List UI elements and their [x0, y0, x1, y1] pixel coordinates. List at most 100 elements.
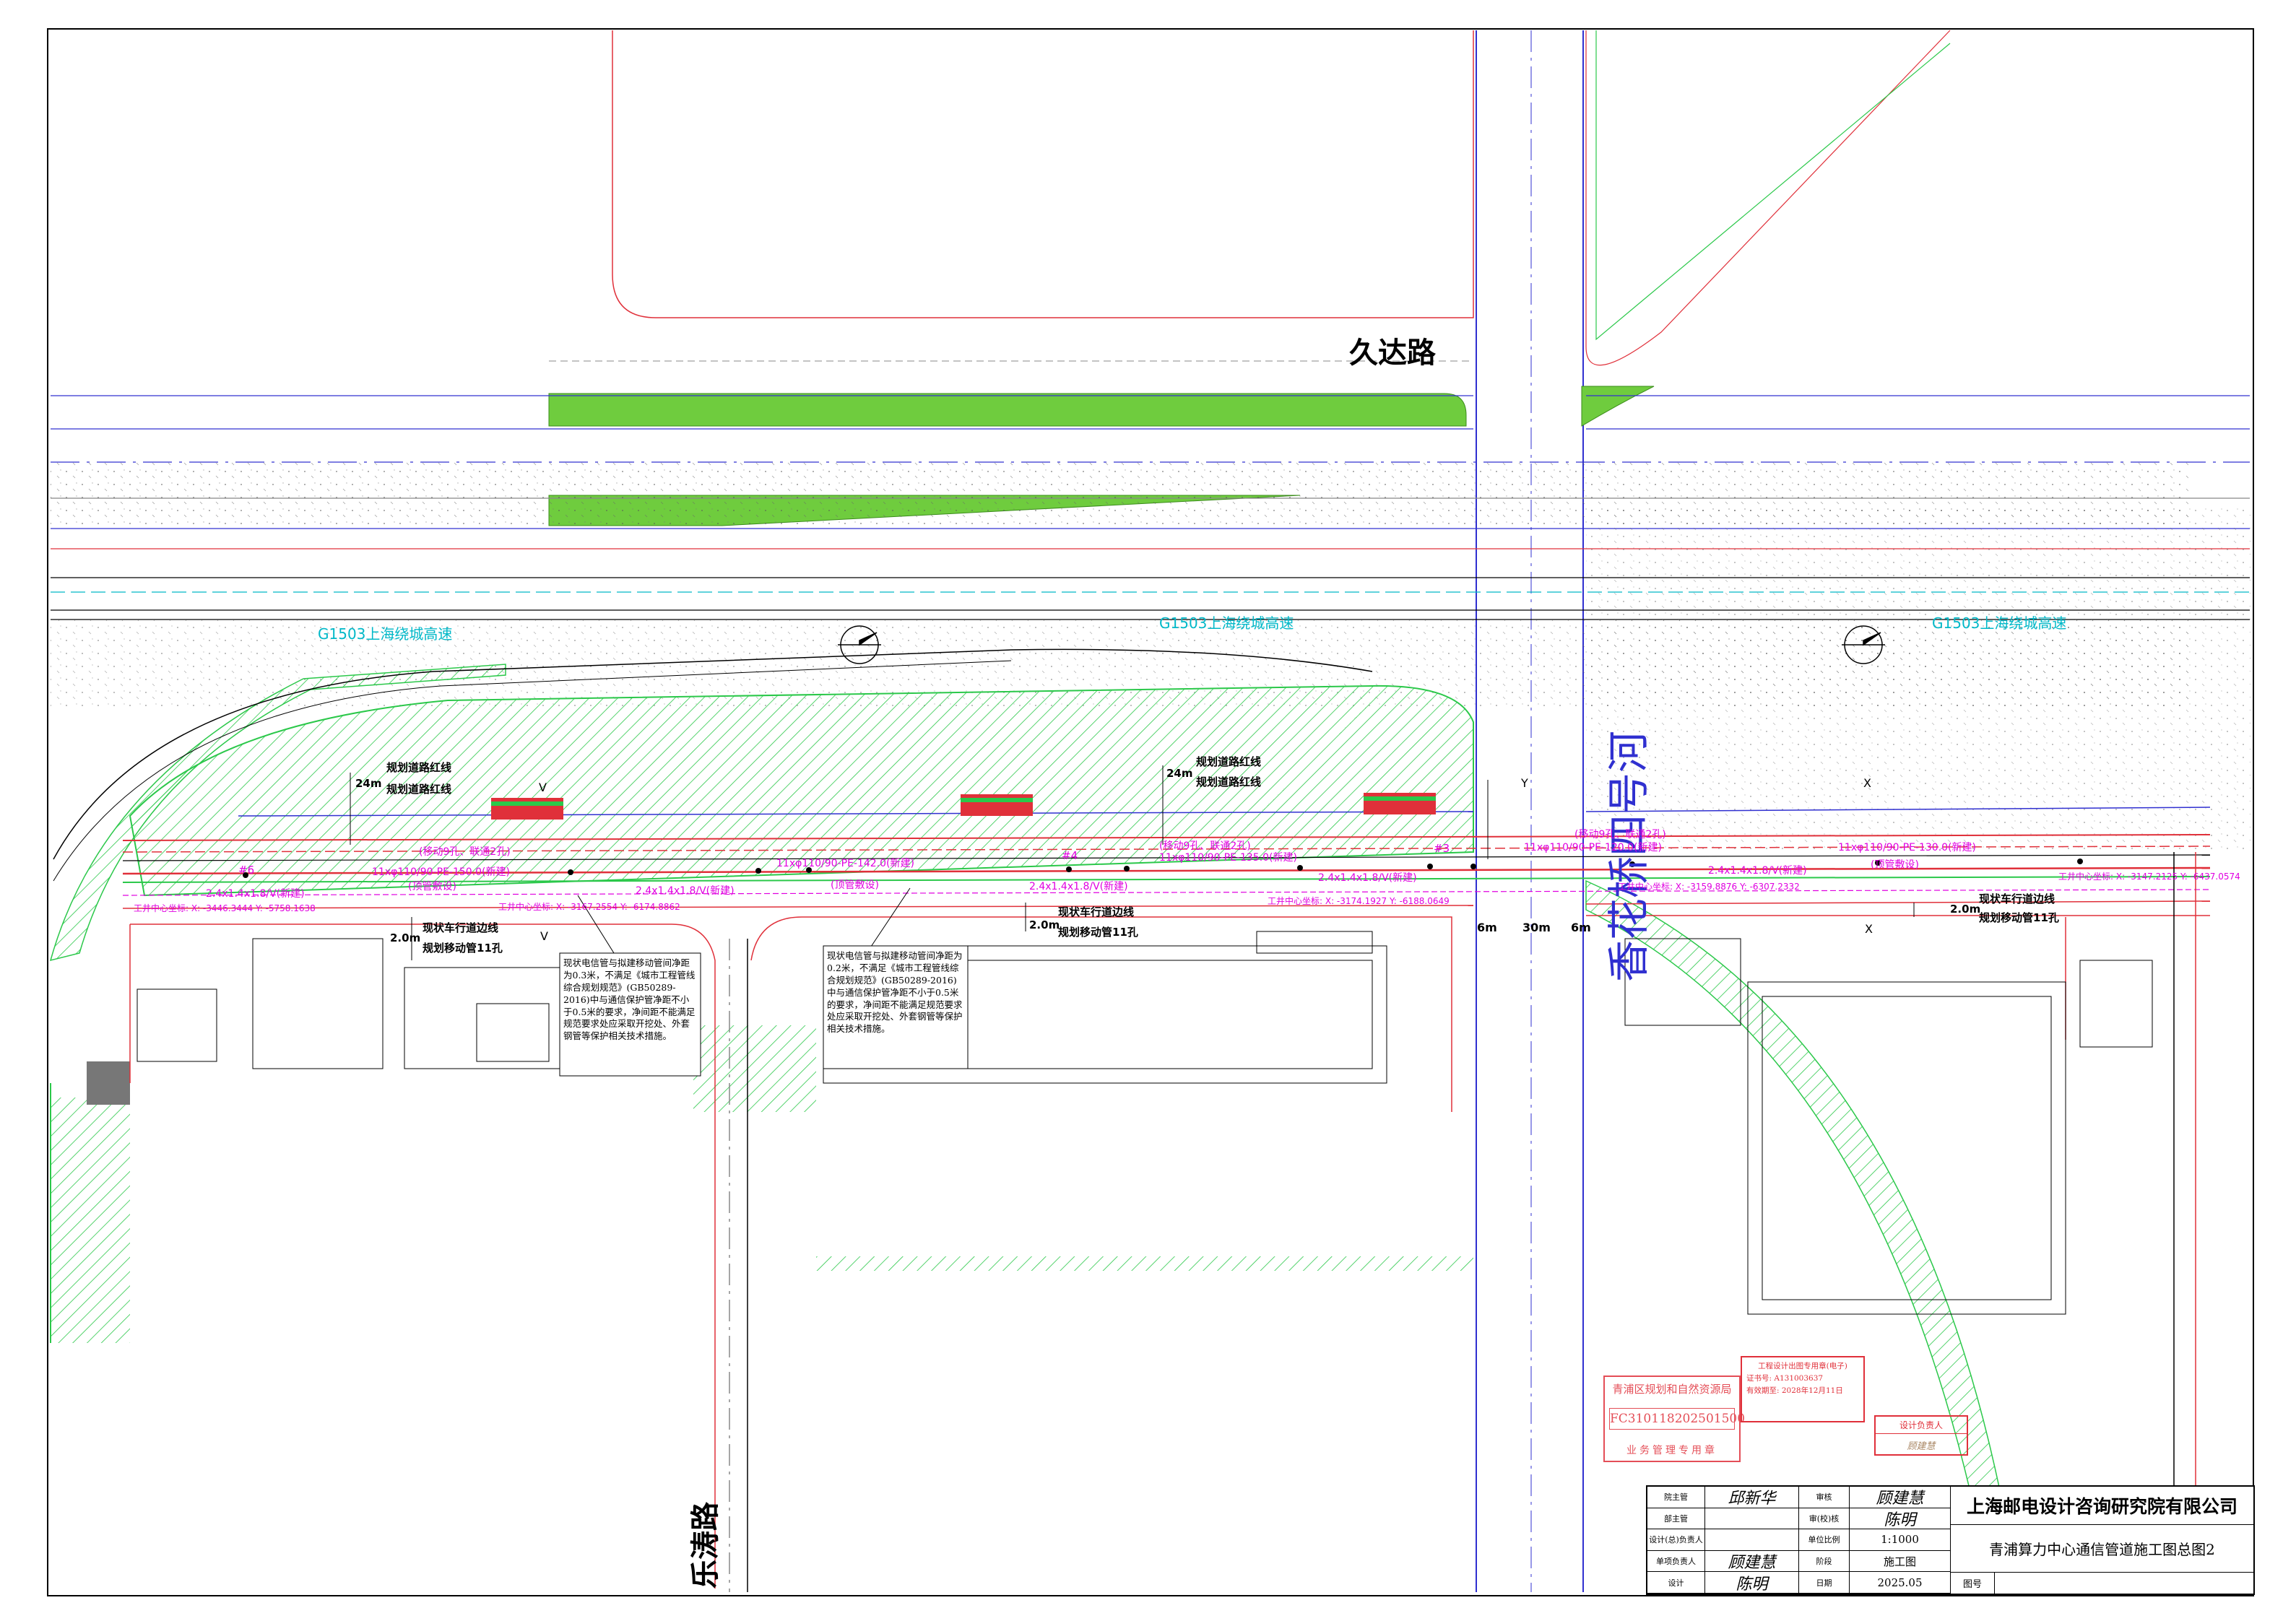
pipeline-corridor — [122, 807, 2211, 909]
green-median-upper — [548, 393, 1467, 427]
curb-line-label-2: 现状车行道边线 — [1058, 905, 1134, 918]
road-label-jiuda: 久达路 — [1349, 336, 1437, 370]
approval-stamp-footer: 业务管理专用章 — [1626, 1445, 1717, 1456]
approval-stamp: 青浦区规划和自然资源局 FC310118202501500 业务管理专用章 — [1603, 1376, 1745, 1462]
date-value: 2025.05 — [1850, 1572, 1951, 1594]
well-label-6: #6 — [238, 864, 254, 877]
scale-value: 1:1000 — [1850, 1529, 1951, 1551]
pipe-annotation-b4: 2.4x1.4x1.8/V(新建) — [1318, 872, 1417, 884]
road-label-expressway-1: G1503上海绕城高速 — [318, 625, 452, 643]
signature: 邱新华 — [1705, 1487, 1799, 1508]
coord-label-3: 工井中心坐标: X: -3174.1927 Y: -6188.0649 — [1268, 895, 1450, 906]
cert-number: 证书号: A131003637 — [1746, 1373, 1824, 1383]
north-arrow-icon-left — [838, 625, 881, 664]
signature: 顾建慧 — [1705, 1550, 1799, 1573]
dim-6m-left: 6m — [1477, 921, 1497, 934]
drawing-title: 青浦算力中心通信管道施工图总图2 — [1951, 1524, 2253, 1573]
title-block: 院主管 邱新华 审核 顾建慧 部主管 审(校)核 陈明 设计(总)负责人 单位比… — [1646, 1485, 2255, 1595]
north-arrow-icon-right — [1842, 625, 1885, 664]
well-label-3: #3 — [1434, 842, 1450, 855]
red-line-label-4: 规划道路红线 — [1196, 775, 1261, 788]
curb-line-label-1: 现状车行道边线 — [423, 921, 498, 934]
red-line-label-3: 规划道路红线 — [1196, 755, 1261, 768]
river-label: 香花桥四号河 — [1604, 731, 1653, 982]
note-box-2 — [823, 945, 969, 1069]
dim-2m-3: 2.0m — [1950, 903, 1980, 916]
role-label: 阶段 — [1799, 1550, 1850, 1573]
dim-30m: 30m — [1522, 921, 1551, 934]
pipe-annotation-c3: (移动9孔、联通2孔) — [1574, 829, 1666, 840]
road-label-expressway-3: G1503上海绕城高速 — [1932, 614, 2066, 632]
marker-v-2: V — [540, 929, 548, 943]
role-label: 单位比例 — [1799, 1529, 1850, 1551]
role-label: 设计 — [1647, 1572, 1705, 1594]
road-label-letao: 乐涛路 — [689, 1501, 722, 1589]
road-label-expressway-2: G1503上海绕城高速 — [1159, 614, 1294, 632]
pipe-annotation-a5: 11xφ110/90-PE-130.0(新建) — [1838, 842, 1976, 853]
pipe-annotation-c1: (移动9孔、联通2孔) — [419, 846, 511, 858]
pipe-annotation-a3: 11xφ110/90-PE-135.0(新建) — [1159, 852, 1297, 864]
pipe-annotation-d3: (顶管敷设) — [1871, 859, 1919, 871]
approval-stamp-title: 青浦区规划和自然资源局 — [1612, 1383, 1732, 1396]
design-lead-label: 设计负责人 — [1876, 1417, 1967, 1434]
signature: 顾建慧 — [1850, 1487, 1951, 1508]
pipe-11-label-3: 规划移动管11孔 — [1979, 911, 2059, 924]
coord-label-5: 工井中心坐标: X: -3147.2125 Y: -6437.0574 — [2058, 871, 2240, 882]
signature: 陈明 — [1705, 1572, 1799, 1594]
marker-x-2: X — [1865, 922, 1873, 936]
pipe-annotation-b3: 2.4x1.4x1.8/V(新建) — [1029, 881, 1128, 892]
signature — [1705, 1508, 1799, 1530]
drawing-number — [1996, 1572, 2248, 1594]
cert-title: 工程设计出图专用章(电子) — [1758, 1362, 1847, 1370]
design-cert-stamp: 工程设计出图专用章(电子) 证书号: A131003637 有效期至: 2028… — [1741, 1356, 1865, 1422]
new-manhole-blocks — [491, 793, 1436, 820]
pipe-annotation-a2: 11xφ110/90-PE-142.0(新建) — [776, 858, 914, 869]
marker-y-1: Y — [1520, 776, 1528, 790]
pipe-annotation-b2: 2.4x1.4x1.8/V(新建) — [636, 885, 735, 897]
role-label: 院主管 — [1647, 1487, 1705, 1508]
width-24m-left: 24m — [355, 777, 382, 790]
role-label: 单项负责人 — [1647, 1550, 1705, 1573]
red-line-label-1: 规划道路红线 — [386, 761, 451, 774]
company-name: 上海邮电设计咨询研究院有限公司 — [1951, 1487, 2253, 1525]
dim-6m-right: 6m — [1571, 921, 1591, 934]
role-label: 部主管 — [1647, 1508, 1705, 1530]
pipe-annotation-c2: (移动9孔、联通2孔) — [1159, 840, 1251, 852]
role-label: 审(校)核 — [1799, 1508, 1850, 1530]
pipe-11-label-2: 规划移动管11孔 — [1058, 926, 1138, 939]
curb-line-label-3: 现状车行道边线 — [1979, 892, 2055, 905]
note-box-1 — [559, 952, 701, 1077]
signature: 陈明 — [1850, 1508, 1951, 1530]
dim-2m-2: 2.0m — [1029, 918, 1060, 931]
south-road-lines — [129, 852, 2210, 1592]
drawing-frame — [47, 28, 2254, 1596]
coord-label-1: 工井中心坐标: X: -3446.3444 Y: -5758.1638 — [134, 903, 316, 913]
pipe-annotation-d2: (顶管敷设) — [831, 879, 879, 891]
pipe-11-label-1: 规划移动管11孔 — [423, 942, 503, 955]
well-label-4: #4 — [1062, 849, 1078, 862]
role-label: 设计(总)负责人 — [1647, 1529, 1705, 1551]
coord-label-4: 工井中心坐标: X: -3159.8876 Y: -6307.2332 — [1618, 881, 1800, 892]
red-line-label-2: 规划道路红线 — [386, 783, 451, 796]
pipe-annotation-b5: 2.4x1.4x1.8/V(新建) — [1708, 865, 1807, 877]
pipe-annotation-a4: 11xφ110/90-PE-120.0(新建) — [1524, 842, 1662, 853]
design-lead-stamp: 设计负责人 顾建慧 — [1874, 1415, 1968, 1456]
dim-2m-1: 2.0m — [390, 931, 420, 944]
approval-stamp-code: FC310118202501500 — [1609, 1408, 1745, 1430]
note-text-1: 现状电信管与拟建移动管间净距为0.3米，不满足《城市工程管线综合规划规范》(GB… — [563, 957, 696, 1042]
signature-grid: 院主管 邱新华 审核 顾建慧 部主管 审(校)核 陈明 设计(总)负责人 单位比… — [1647, 1487, 1951, 1594]
cert-valid: 有效期至: 2028年12月11日 — [1746, 1386, 1843, 1395]
note-text-2: 现状电信管与拟建移动管间净距为0.2米，不满足《城市工程管线综合规划规范》(GB… — [827, 950, 963, 1035]
north-parcel-outline — [612, 30, 1474, 318]
pipe-annotation-b1: 2.4x1.4x1.8/V(新建) — [206, 888, 305, 900]
marker-v-1: V — [539, 781, 547, 794]
pipe-annotation-d1: (顶管敷设) — [408, 881, 456, 892]
role-label: 审核 — [1799, 1487, 1850, 1508]
marker-x-1: X — [1863, 776, 1871, 790]
signature — [1705, 1529, 1799, 1551]
width-24m-right: 24m — [1166, 767, 1193, 780]
role-label: 日期 — [1799, 1572, 1850, 1594]
drawing-number-label: 图号 — [1951, 1572, 1995, 1594]
pipe-annotation-a1: 11xφ110/90-PE-150.0(新建) — [372, 866, 510, 878]
